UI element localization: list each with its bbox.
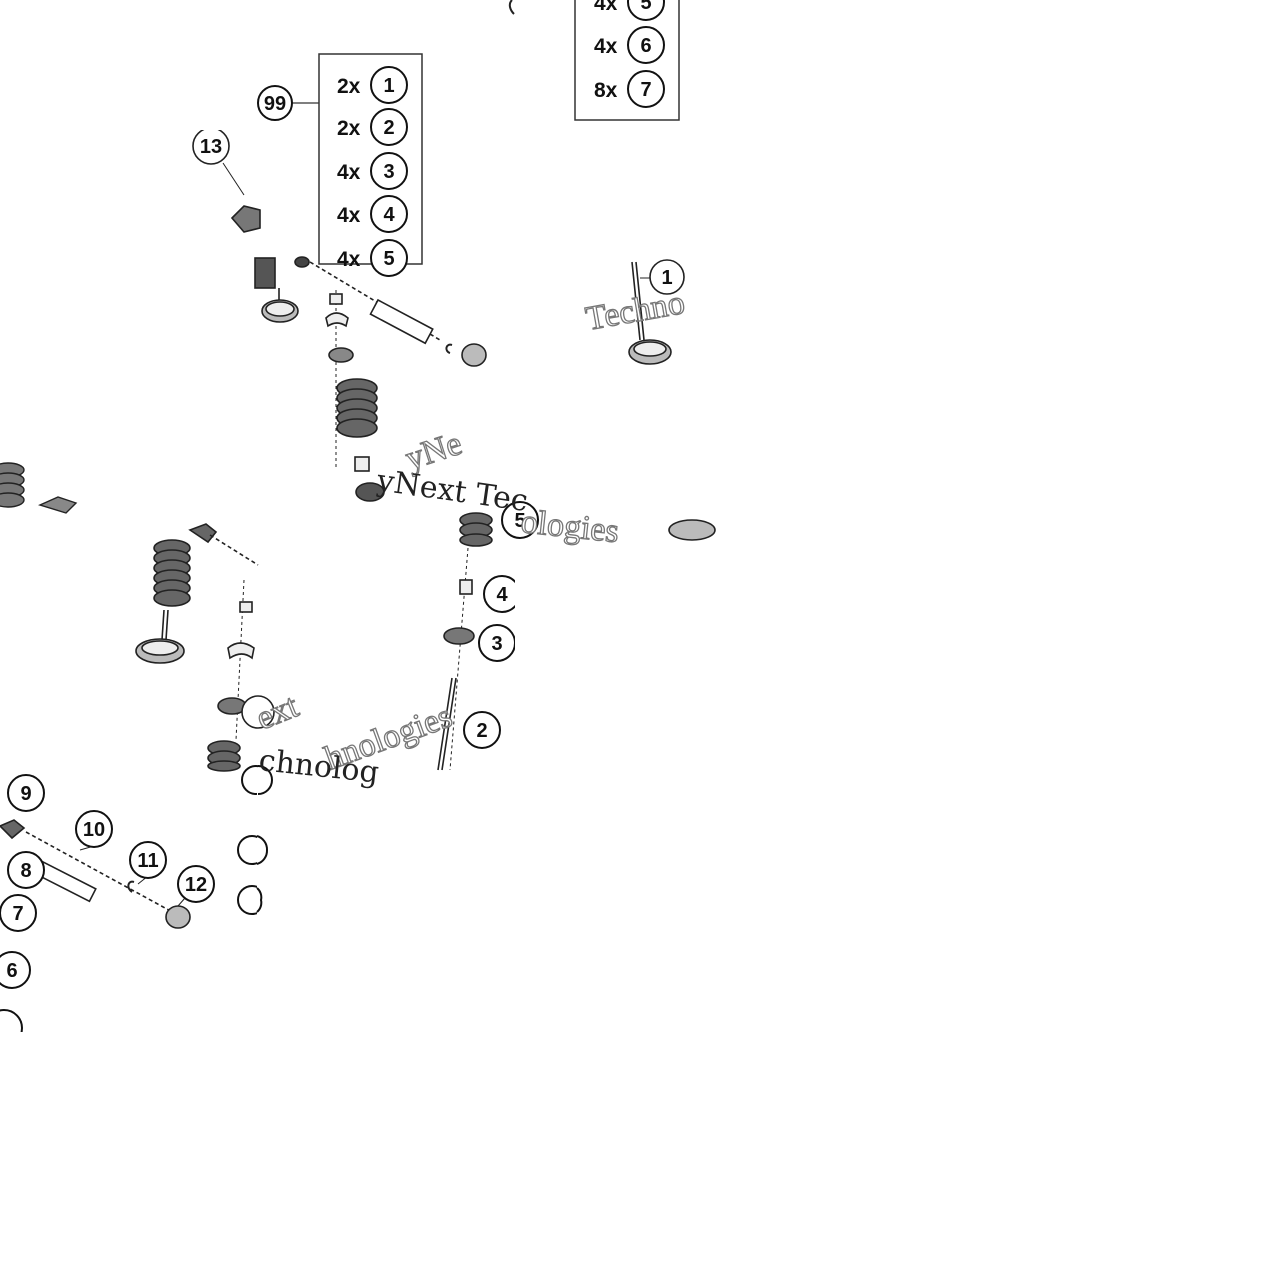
kit-ref-4: 4 xyxy=(383,204,395,226)
callout-10-label: 10 xyxy=(83,819,105,841)
callout-7-label: 7 xyxy=(12,903,23,925)
rocker-assembly-lower xyxy=(0,819,191,929)
callout-6-label: 6 xyxy=(6,960,17,982)
callout-11-label: 11 xyxy=(137,850,158,872)
valve-spring-middle xyxy=(153,539,191,607)
callout-circles xyxy=(0,0,665,1047)
valve-assembly-middle xyxy=(135,523,275,772)
mask-top-right xyxy=(680,0,1285,256)
kit-qty-2: 2x xyxy=(337,117,361,140)
kit2-qty-7: 8x xyxy=(594,79,618,102)
callout-fragment xyxy=(257,765,274,795)
callout-1-label: 1 xyxy=(661,267,672,289)
callout-9-label: 9 xyxy=(20,783,31,805)
kit-qty-4: 4x xyxy=(337,204,361,227)
kit-qty-5: 4x xyxy=(337,248,361,271)
mask-bottom xyxy=(0,1032,1285,1285)
mask-lower-center xyxy=(257,775,515,1032)
watermark-techno: Techno xyxy=(583,284,687,338)
callout-12-label: 12 xyxy=(185,874,207,896)
kit2-ref-6: 6 xyxy=(640,35,651,57)
callout-fragment xyxy=(256,835,268,865)
valve-spring-upper xyxy=(336,378,378,438)
callout-4-label: 4 xyxy=(496,584,508,606)
kit2-qty-6: 4x xyxy=(594,35,618,58)
kit-ref-5: 5 xyxy=(383,248,394,270)
callout-fragment xyxy=(256,887,263,913)
valve-1 xyxy=(628,259,685,365)
spring-fragment-left xyxy=(0,462,78,514)
watermark-ext: ext xyxy=(251,687,304,737)
kit-qty-1: 2x xyxy=(337,75,361,98)
kit-qty-3: 4x xyxy=(337,161,361,184)
callout-1-circle xyxy=(649,259,685,295)
watermark-ynext-tec: yNext Tec xyxy=(374,463,530,519)
callout-13-label: 13 xyxy=(200,136,222,158)
valve-assembly-upper xyxy=(192,127,487,502)
callout-5-label: 5 xyxy=(514,510,525,532)
kit2-ref-5: 5 xyxy=(640,0,651,14)
callout-99-circle xyxy=(257,85,293,121)
kit-box-continued xyxy=(508,0,680,121)
mask-right-mid xyxy=(770,256,1285,516)
callout-3-label: 3 xyxy=(491,633,502,655)
callout-2-label: 2 xyxy=(476,720,487,742)
kit2-ref-7: 7 xyxy=(640,79,651,101)
kit2-qty-5: 4x xyxy=(594,0,618,15)
valve-parts-stack xyxy=(437,512,716,771)
kit-ref-1: 1 xyxy=(383,75,394,97)
callout-99-label: 99 xyxy=(264,93,286,115)
kit-ref-2: 2 xyxy=(383,117,394,139)
watermark-ologies: ologies xyxy=(519,503,621,550)
mask-top-left xyxy=(0,0,257,130)
callout-8-label: 8 xyxy=(20,860,31,882)
kit-ref-3: 3 xyxy=(383,161,394,183)
